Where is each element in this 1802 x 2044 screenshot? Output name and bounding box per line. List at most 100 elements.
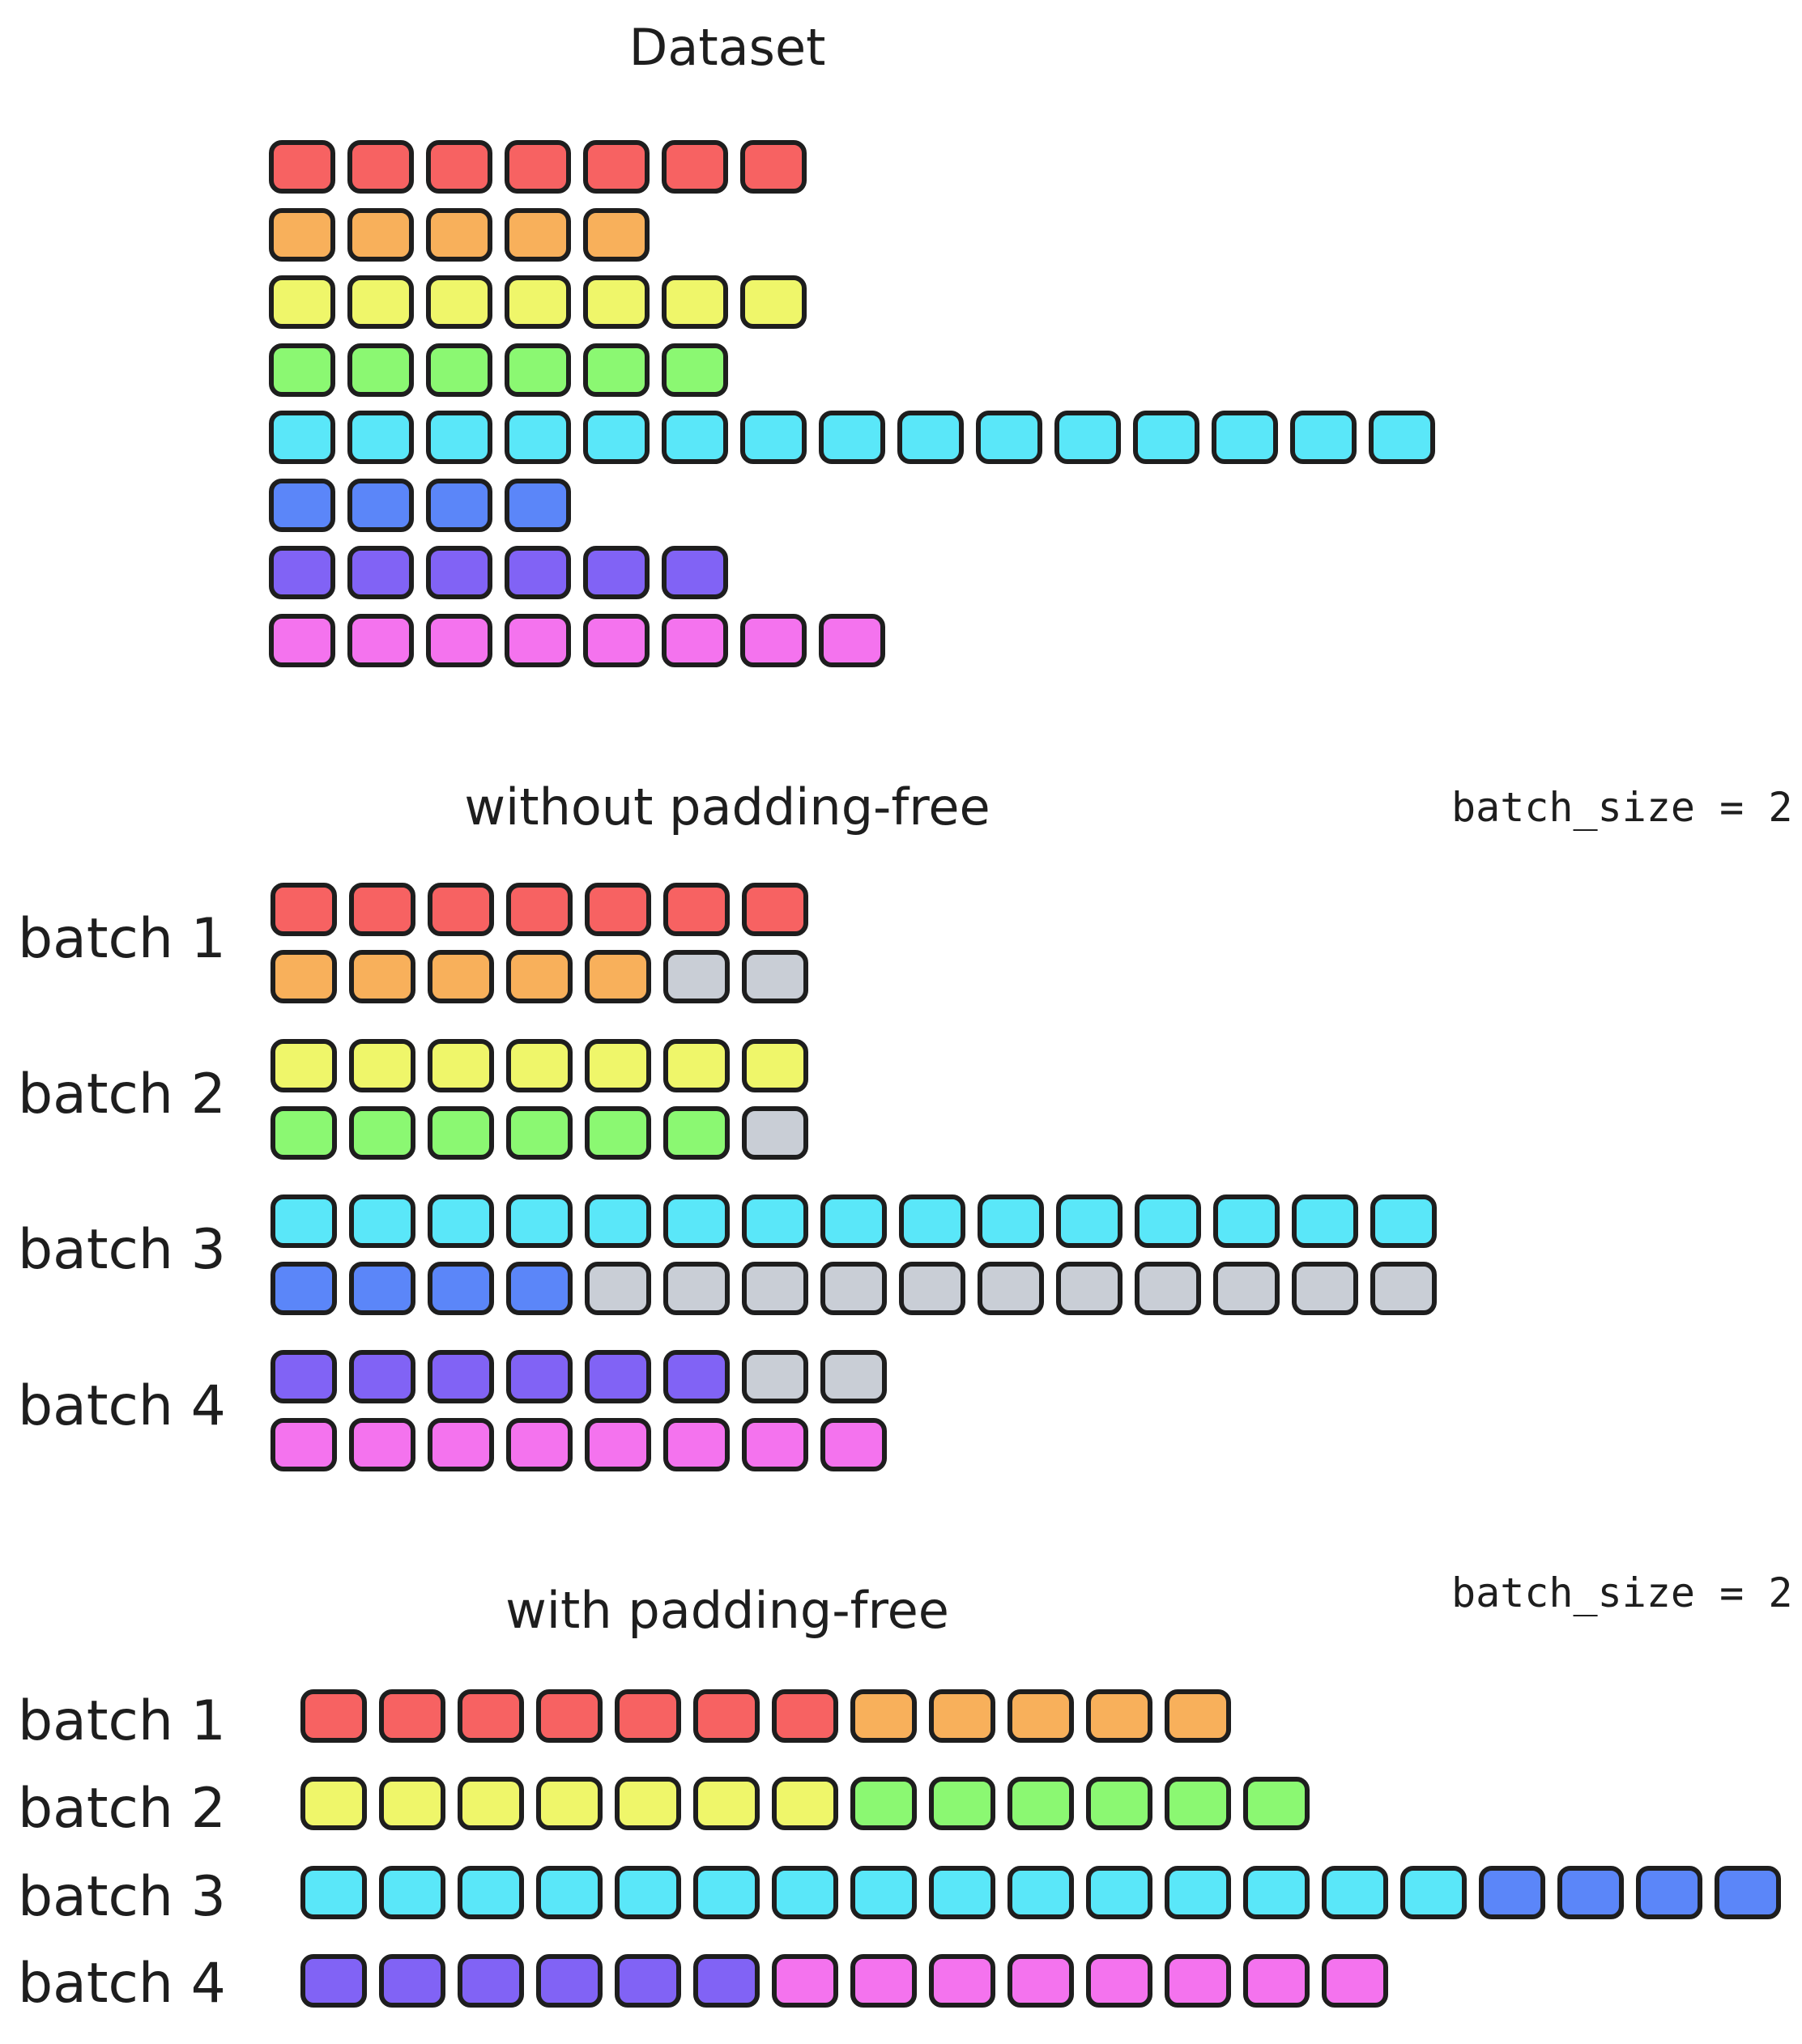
token-pink [1243, 1954, 1310, 2008]
token-cyan [1292, 1194, 1358, 1248]
token-purple [379, 1954, 445, 2008]
token-green [347, 343, 414, 397]
token-cyan [1212, 411, 1278, 464]
padding-token [1292, 1262, 1358, 1315]
token-yellow [300, 1777, 367, 1830]
token-cyan [978, 1194, 1044, 1248]
token-green [663, 1106, 730, 1160]
token-cyan [850, 1866, 917, 1919]
token-cyan [1400, 1866, 1467, 1919]
token-purple [428, 1350, 494, 1403]
token-cyan [271, 1194, 337, 1248]
token-purple [300, 1954, 367, 2008]
token-pink [929, 1954, 995, 2008]
token-purple [426, 546, 492, 599]
padding-token [663, 950, 730, 1003]
token-pink [428, 1418, 494, 1471]
batch-label: batch 2 [18, 1777, 226, 1841]
token-blue [1557, 1866, 1624, 1919]
token-cyan [1086, 1866, 1152, 1919]
token-cyan [1213, 1194, 1280, 1248]
token-yellow [585, 1039, 651, 1092]
token-red [662, 140, 728, 194]
token-blue [506, 1262, 573, 1315]
token-red [536, 1689, 603, 1743]
without-padding-free-title: without padding-free [464, 777, 990, 837]
token-purple [662, 546, 728, 599]
token-red [426, 140, 492, 194]
token-cyan [1370, 1194, 1437, 1248]
token-pink [850, 1954, 917, 2008]
token-red [585, 883, 651, 936]
token-green [506, 1106, 573, 1160]
token-blue [505, 479, 571, 532]
token-red [615, 1689, 681, 1743]
token-red [663, 883, 730, 936]
token-purple [269, 546, 335, 599]
token-yellow [426, 275, 492, 329]
token-green [428, 1106, 494, 1160]
token-yellow [662, 275, 728, 329]
token-yellow [458, 1777, 524, 1830]
token-blue [1479, 1866, 1545, 1919]
token-red [458, 1689, 524, 1743]
token-orange [428, 950, 494, 1003]
token-cyan [1290, 411, 1357, 464]
token-purple [505, 546, 571, 599]
padding-token [585, 1262, 651, 1315]
token-green [583, 343, 650, 397]
token-red [506, 883, 573, 936]
token-cyan [347, 411, 414, 464]
token-cyan [426, 411, 492, 464]
padding-token [663, 1262, 730, 1315]
token-orange [929, 1689, 995, 1743]
token-pink [662, 614, 728, 667]
token-yellow [271, 1039, 337, 1092]
token-pink [740, 614, 807, 667]
token-pink [1008, 1954, 1074, 2008]
batch-label: batch 4 [18, 1952, 226, 2016]
padding-token [1056, 1262, 1123, 1315]
token-green [1165, 1777, 1231, 1830]
token-cyan [976, 411, 1042, 464]
token-orange [349, 950, 415, 1003]
with-padding-free-title: with padding-free [505, 1581, 949, 1640]
batch-size-label: batch_size = 2 [1451, 1569, 1793, 1616]
batch-label: batch 2 [18, 1062, 226, 1126]
token-pink [742, 1418, 808, 1471]
token-orange [271, 950, 337, 1003]
token-cyan [300, 1866, 367, 1919]
token-cyan [349, 1194, 415, 1248]
token-red [740, 140, 807, 194]
token-red [772, 1689, 838, 1743]
token-pink [1165, 1954, 1231, 2008]
token-red [300, 1689, 367, 1743]
batch-label: batch 1 [18, 907, 226, 971]
token-cyan [899, 1194, 965, 1248]
batch-label: batch 3 [18, 1218, 226, 1282]
token-cyan [1243, 1866, 1310, 1919]
token-cyan [458, 1866, 524, 1919]
token-pink [506, 1418, 573, 1471]
token-pink [585, 1418, 651, 1471]
token-purple [663, 1350, 730, 1403]
token-green [271, 1106, 337, 1160]
padding-token [742, 1262, 808, 1315]
token-blue [269, 479, 335, 532]
token-pink [505, 614, 571, 667]
token-yellow [742, 1039, 808, 1092]
token-orange [505, 208, 571, 262]
token-orange [585, 950, 651, 1003]
token-green [662, 343, 728, 397]
token-orange [1165, 1689, 1231, 1743]
token-cyan [693, 1866, 760, 1919]
token-cyan [269, 411, 335, 464]
token-cyan [663, 1194, 730, 1248]
batch-label: batch 4 [18, 1374, 226, 1438]
token-yellow [379, 1777, 445, 1830]
token-yellow [615, 1777, 681, 1830]
token-cyan [1133, 411, 1199, 464]
padding-token [899, 1262, 965, 1315]
token-pink [1322, 1954, 1388, 2008]
token-orange [583, 208, 650, 262]
